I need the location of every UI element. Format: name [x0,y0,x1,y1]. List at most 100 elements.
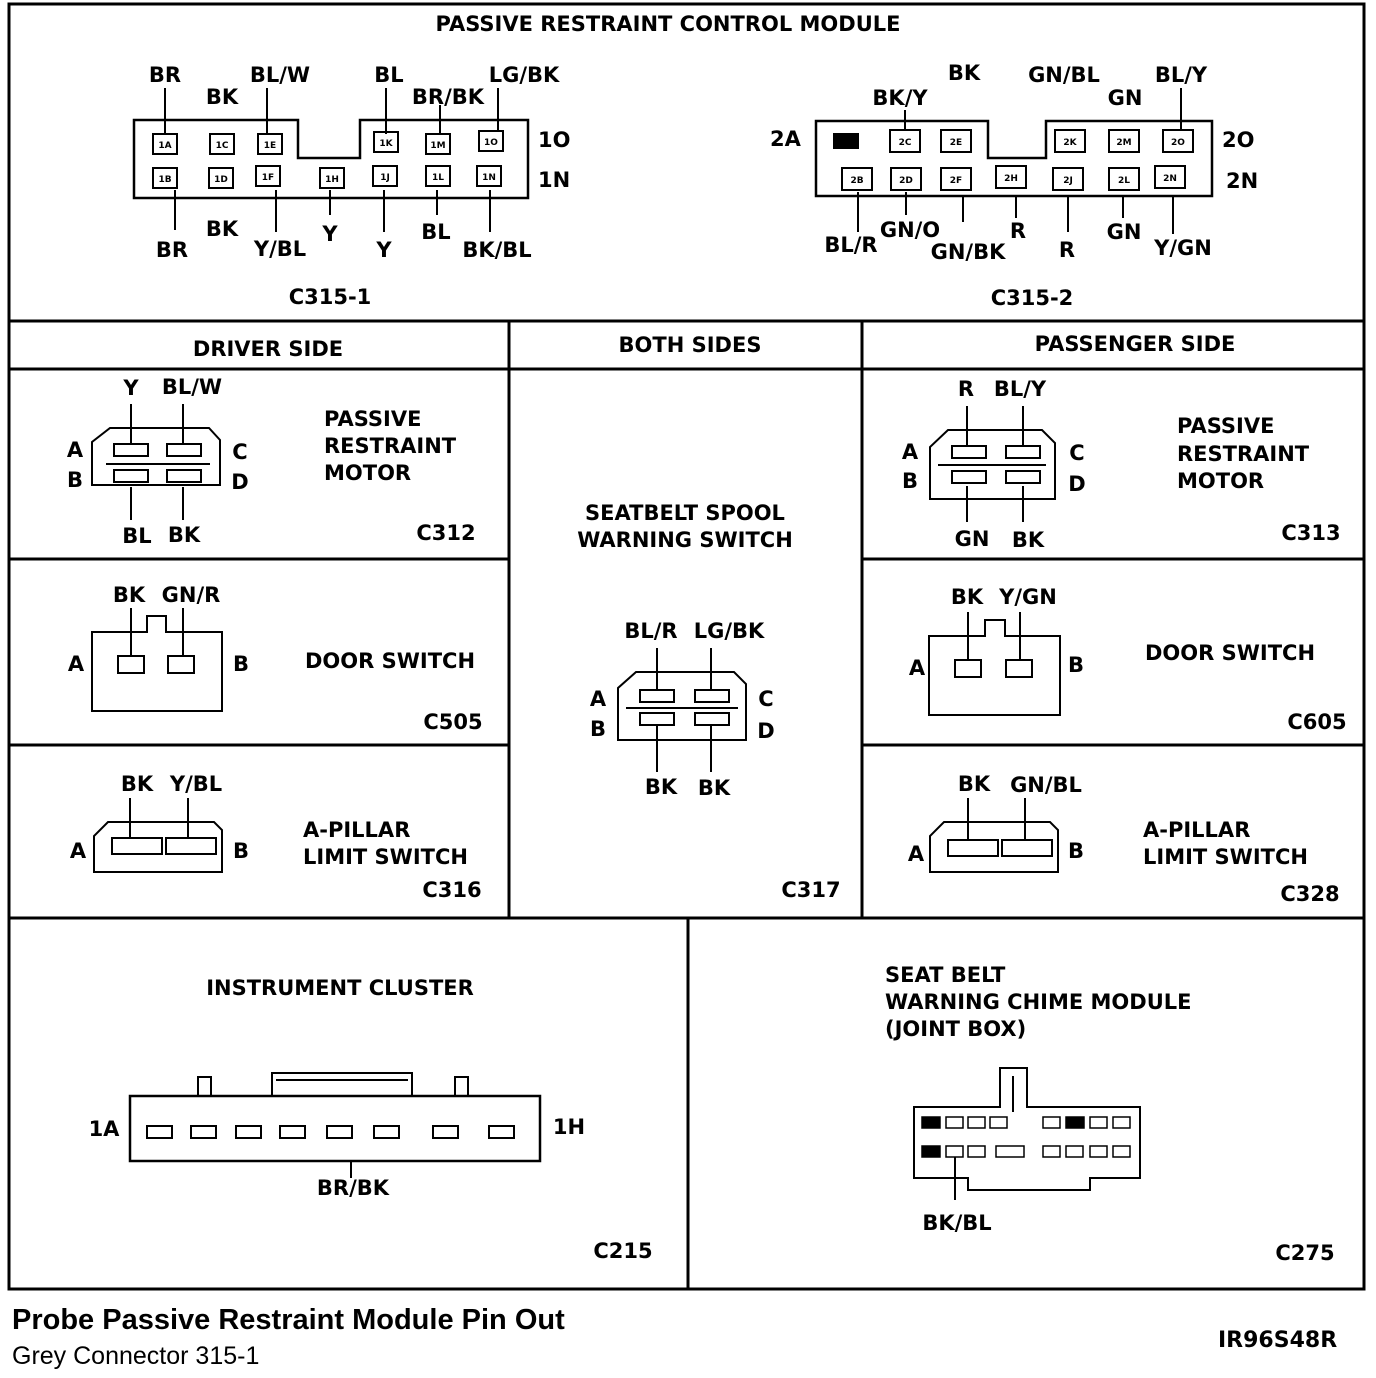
c315-1-wire: BK/BL [462,238,531,262]
c505-id: C505 [423,710,482,734]
c328-pin-label: A [908,842,925,866]
connector-c605: BK Y/GN A B DOOR SWITCH C605 [909,585,1347,734]
c313-wire: GN [955,527,990,551]
c605-title: DOOR SWITCH [1145,641,1315,665]
c315-1-wire: BL [421,220,450,244]
c315-1-wire: BR [156,238,188,262]
connector-c316: BK Y/BL A B A-PILLAR LIMIT SWITCH C316 [70,772,482,902]
c315-1-pin: 1N [482,173,496,183]
c315-2-name: C315-2 [991,286,1074,310]
c312-pin-label: B [67,468,83,492]
c316-wire: Y/BL [169,772,222,796]
c315-2-wire: R [1059,238,1075,262]
c315-1-pin: 1E [264,141,276,151]
c505-pin-label: B [233,652,249,676]
c316-id: C316 [422,878,481,902]
c275-wire: BK/BL [922,1211,991,1235]
c215-pin-label: 1A [89,1117,121,1141]
connector-c312: Y BL/W BL BK A B C D PASSIVE RESTRAINT M… [67,375,476,548]
c315-1-pin: 1D [214,175,228,185]
c313-pin-label: B [902,469,918,493]
c317-id: C317 [781,878,840,902]
c275-pin-boxes [921,1116,1131,1158]
c315-1-wire: BR/BK [412,85,485,109]
c315-2-wire: GN [1108,86,1143,110]
c312-title: MOTOR [324,461,411,485]
c315-2-pin: 2D [899,176,913,186]
c315-2-wire: GN/BL [1028,63,1100,87]
c315-1-pin: 1C [216,141,229,151]
connector-c505: BK GN/R A B DOOR SWITCH C505 [68,583,483,734]
c315-1-wire: BR [149,63,181,87]
c605-wire: BK [951,585,984,609]
c315-1-pin: 1A [158,141,171,151]
module-title: PASSIVE RESTRAINT CONTROL MODULE [436,12,901,36]
c317-title: WARNING SWITCH [577,528,793,552]
c315-2-wire: GN/O [880,218,940,242]
c313-pin-label: D [1068,472,1085,496]
c328-title: A-PILLAR [1143,818,1250,842]
c317-wire: BL/R [624,619,677,643]
c315-2-pin: 2N [1163,174,1177,184]
c315-1-wire: BL/W [250,63,310,87]
c317-title: SEATBELT SPOOL [585,501,785,525]
c605-pin-label: B [1068,653,1084,677]
c315-1-pin: 1O [484,138,498,148]
c315-2-side-label: 2O [1222,128,1254,152]
c315-2-wires [857,88,1182,234]
c315-2-pin: 2O [1171,138,1185,148]
c315-2-pin-boxes [841,129,1194,191]
c317-wire: BK [645,775,678,799]
c313-pin-label: C [1069,441,1084,465]
c313-title: MOTOR [1177,469,1264,493]
c315-1-pin: 1B [158,175,171,185]
c315-2-wire: GN [1107,220,1142,244]
c316-pin-label: B [233,839,249,863]
c275-title: SEAT BELT [885,963,1006,987]
c605-id: C605 [1287,710,1346,734]
c315-1-wire: BK [206,85,239,109]
c315-1-pin: 1K [379,139,393,149]
connector-c328: BK GN/BL A B A-PILLAR LIMIT SWITCH C328 [908,772,1340,906]
c315-1-wires [164,88,499,232]
c312-pin-label: C [232,440,247,464]
c505-pin-label: A [68,652,85,676]
c315-1-pin: 1J [380,173,390,183]
c605-wire: Y/GN [998,585,1057,609]
connector-c315-2: 2C 2E 2K 2M 2O 2B 2D 2F 2H 2J 2L 2N BK/Y… [770,61,1258,310]
pinout-diagram: PASSIVE RESTRAINT CONTROL MODULE 1A 1C 1… [7,2,1366,1291]
c315-2-pin: 2H [1004,174,1018,184]
c328-title: LIMIT SWITCH [1143,845,1308,869]
c315-2-wire: Y/GN [1153,236,1212,260]
section-driver-side: DRIVER SIDE [193,337,343,361]
c316-title: LIMIT SWITCH [303,845,468,869]
c315-1-name: C315-1 [289,285,372,309]
c313-title: PASSIVE [1177,414,1274,438]
c312-wire: BL [122,524,151,548]
c315-2-wire: BL/Y [1155,63,1208,87]
c315-2-pin-2a [833,133,859,149]
c328-wire: GN/BL [1010,773,1082,797]
c275-title: (JOINT BOX) [885,1017,1026,1041]
connector-c275: SEAT BELT WARNING CHIME MODULE (JOINT BO… [885,963,1335,1265]
c315-1-wire: LG/BK [489,63,560,87]
c312-wire: BL/W [162,375,222,399]
c315-1-wire: Y [375,238,392,262]
c315-1-pin: 1L [432,173,444,183]
c312-id: C312 [416,521,475,545]
c316-pin-label: A [70,839,87,863]
c315-2-side-label: 2N [1226,169,1258,193]
c315-2-wire: BL/R [824,233,877,257]
c505-title: DOOR SWITCH [305,649,475,673]
c215-wire: BR/BK [317,1176,390,1200]
c605-pin-label: A [909,656,926,680]
c313-wire: R [958,377,974,401]
c215-pin-label: 1H [553,1115,585,1139]
c315-2-wire: R [1010,219,1026,243]
c312-pin-label: D [231,470,248,494]
c315-2-pin: 2L [1118,176,1130,186]
c315-1-pin: 1M [430,141,445,151]
section-passenger-side: PASSENGER SIDE [1035,332,1236,356]
c315-2-wire: GN/BK [931,240,1006,264]
c317-wire: BK [698,776,731,800]
